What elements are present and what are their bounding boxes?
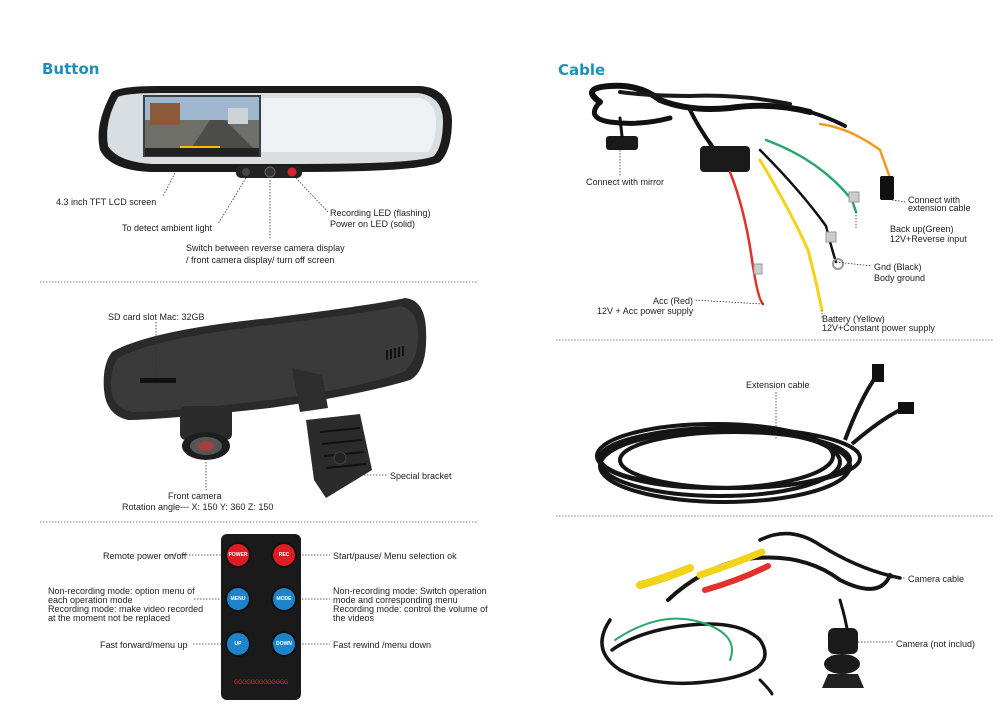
power-led-label: Power on LED (solid) (330, 219, 416, 229)
backup-wire-label-1: Back up(Green) (890, 224, 954, 234)
remote-switch-label-2: mode and corresponding menu (333, 595, 458, 605)
remote-option-label-2: each operation mode (48, 595, 133, 605)
cable-section-heading: Cable (558, 61, 606, 79)
extension-cable-image (595, 364, 914, 504)
acc-wire-label-2: 12V + Acc power supply (597, 306, 694, 316)
special-bracket-label: Special bracket (390, 471, 452, 481)
extension-cable-label: Extension cable (746, 380, 810, 390)
camera-cable-label: Camera cable (908, 574, 965, 584)
gnd-wire-label-2: Body ground (874, 273, 926, 283)
camera-cable-image (600, 531, 902, 696)
switch-display-label-1: Switch between reverse camera display (186, 243, 345, 253)
remote-rec-button[interactable]: REC (273, 544, 295, 566)
switch-display-label-2: / front camera display/ turn off screen (186, 255, 335, 265)
battery-wire-label-2: 12V+Constant power supply (822, 323, 935, 333)
camera-mount (822, 674, 864, 688)
section-dividers (40, 281, 994, 523)
button-section-heading: Button (42, 60, 100, 78)
ambient-light-label: To detect ambient light (122, 223, 213, 233)
connect-extension-label-1: Connect with (908, 195, 961, 205)
connect-mirror-label: Connect with mirror (586, 177, 665, 187)
wiring-harness-image (589, 82, 894, 312)
remote-start-label: Start/pause/ Menu selection ok (333, 551, 457, 561)
remote-mode-button[interactable]: MODE (273, 588, 295, 610)
connect-extension-label-2: extension cable (908, 203, 971, 213)
remote-fast-forward-label: Fast forward/menu up (100, 640, 188, 650)
remote-switch-label-4: the videos (333, 613, 375, 623)
remote-switch-label-3: Recording mode: control the volume of (333, 604, 488, 614)
lcd-screen-label: 4.3 inch TFT LCD screen (56, 197, 157, 207)
front-camera-label: Front camera (168, 491, 222, 501)
remote-rewind-label: Fast rewind /menu down (333, 640, 432, 650)
sd-card-label: SD card slot Mac: 32GB (108, 312, 205, 322)
battery-wire-label-1: Battery (Yellow) (822, 314, 885, 324)
rotation-angle-label: Rotation angle--- X: 150 Y: 360 Z: 150 (122, 502, 274, 512)
mirror-back-image (103, 298, 427, 498)
remote-power-label: Remote power on/off (103, 551, 187, 561)
remote-menu-button[interactable]: MENU (227, 588, 249, 610)
remote-down-button[interactable]: DOWN (273, 633, 295, 655)
gnd-wire-label-1: Gnd (Black) (874, 262, 922, 272)
mirror-front-image (98, 86, 452, 178)
remote-option-label-1: Non-recording mode: option menu of (48, 586, 195, 596)
remote-option-label-3: Recording mode: make video recorded (48, 604, 204, 614)
camera-lens (824, 654, 860, 674)
remote-up-button[interactable]: UP (227, 633, 249, 655)
camera-body (828, 628, 858, 654)
acc-wire-label-1: Acc (Red) (653, 296, 694, 306)
camera-not-included-label: Camera (not includ) (896, 639, 976, 649)
remote-power-button[interactable]: POWER (227, 544, 249, 566)
remote-brand-strip: GGGGGGGGGGGGG (233, 680, 289, 686)
backup-wire-label-2: 12V+Reverse input (890, 234, 967, 244)
remote-switch-label-1: Non-recording mode: Switch operation (333, 586, 487, 596)
recording-led-label: Recording LED (flashing) (330, 208, 431, 218)
remote-option-label-4: at the moment not be replaced (48, 613, 171, 623)
